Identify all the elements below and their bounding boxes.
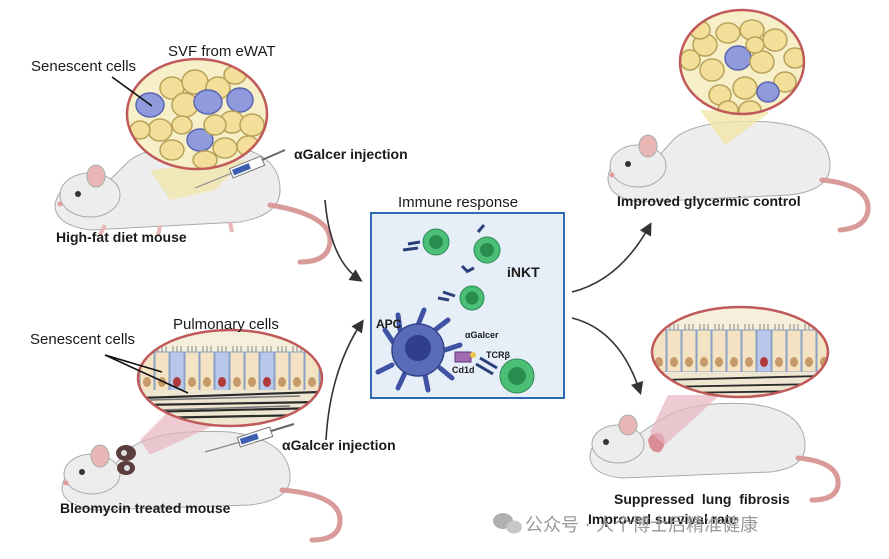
arrow-top-to-box bbox=[324, 199, 363, 282]
senescent-pointer-b bbox=[104, 354, 189, 394]
injection-label-bottom: αGalcer injection bbox=[282, 437, 396, 453]
adipocyte bbox=[745, 36, 765, 54]
adipocyte bbox=[212, 137, 238, 159]
senescent-pointer bbox=[111, 76, 153, 107]
syringe-top bbox=[194, 149, 286, 189]
inkt-cells bbox=[402, 224, 535, 394]
agalcer-small-label: αGalcer bbox=[465, 330, 499, 340]
outcome-survival: Improved survival rate bbox=[588, 511, 738, 527]
senescent-cell bbox=[193, 89, 223, 115]
arrow-bottom-to-box bbox=[325, 319, 364, 441]
fat-zoom-right-border bbox=[678, 8, 806, 116]
apc-label: APC bbox=[376, 317, 402, 331]
adipocyte bbox=[159, 139, 185, 161]
tcr-label: TCRβ bbox=[486, 350, 510, 360]
improved-mouse bbox=[607, 120, 871, 233]
senescent-label-bottom: Senescent cells bbox=[30, 331, 136, 348]
syringe-bottom bbox=[204, 423, 295, 453]
adipocyte bbox=[192, 150, 218, 169]
zoom-cone-right bbox=[700, 110, 770, 145]
arrow-box-to-glycemic bbox=[571, 222, 652, 293]
adipocyte bbox=[762, 28, 788, 52]
senescent-pointer-a bbox=[104, 354, 163, 373]
wechat-icon bbox=[493, 513, 522, 534]
adipocyte bbox=[749, 50, 775, 74]
healthy-lung-zoom-border bbox=[650, 305, 830, 399]
zoom-cone bbox=[150, 160, 245, 200]
bleomycin-mouse-label: Bleomycin treated mouse bbox=[60, 500, 231, 516]
adipocyte bbox=[147, 118, 173, 142]
svf-zoom-border bbox=[125, 57, 269, 171]
adipocyte bbox=[171, 115, 193, 135]
injection-label-top: αGalcer injection bbox=[294, 146, 408, 162]
pulmonary-zoom-border bbox=[136, 328, 324, 428]
adipocyte bbox=[738, 100, 762, 114]
pulmonary-label: Pulmonary cells bbox=[173, 316, 279, 333]
hfd-mouse-label: High-fat diet mouse bbox=[56, 229, 187, 245]
adipocyte bbox=[239, 113, 265, 137]
adipocyte bbox=[699, 58, 725, 82]
watermark-text: 公众号 · 人个博士后精准健康 bbox=[525, 515, 759, 536]
senescent-cell bbox=[756, 81, 780, 103]
fat-cells-top-right bbox=[680, 19, 804, 114]
healthy-lung-mouse bbox=[589, 402, 841, 503]
outcome-fibrosis: Suppressed lung fibrosis bbox=[614, 491, 790, 507]
senescent-cell bbox=[226, 87, 254, 113]
adipocyte bbox=[732, 76, 758, 100]
arrow-box-to-fibrosis bbox=[571, 317, 644, 396]
apc-cell bbox=[375, 307, 476, 393]
adipocyte bbox=[203, 114, 227, 136]
cd1d-label: Cd1d bbox=[452, 365, 475, 375]
svf-label: SVF from eWAT bbox=[168, 43, 276, 60]
bleomycin-mouse bbox=[61, 430, 343, 543]
immune-response-title: Immune response bbox=[398, 194, 519, 211]
adipocyte bbox=[783, 47, 804, 69]
senescent-label-top: Senescent cells bbox=[31, 58, 137, 75]
adipocyte bbox=[680, 49, 701, 71]
adipocyte bbox=[715, 22, 741, 44]
outcome-glycemic: Improved glycermic control bbox=[617, 193, 801, 209]
inkt-label: iNKT bbox=[507, 264, 540, 280]
adipocyte bbox=[773, 71, 797, 93]
lung-zoom-cone-right bbox=[650, 395, 720, 445]
